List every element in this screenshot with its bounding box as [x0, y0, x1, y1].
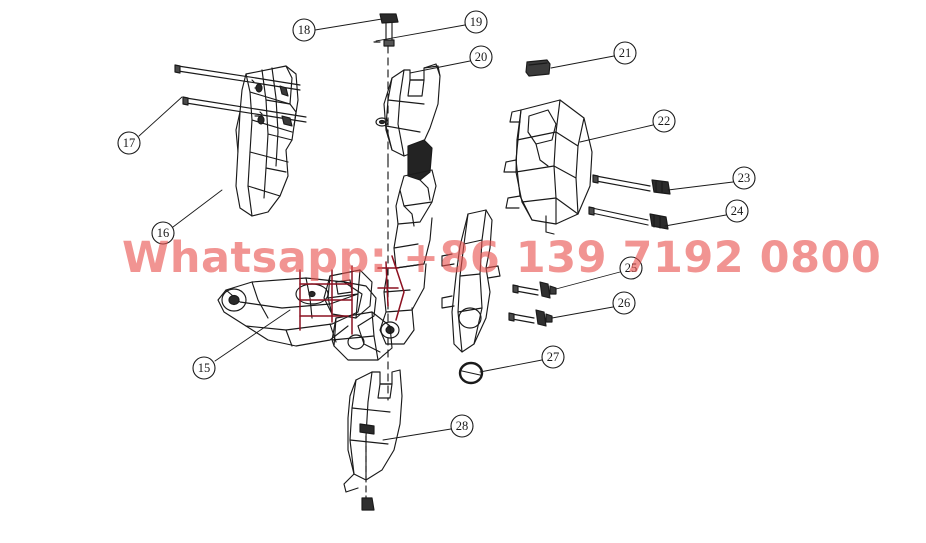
- callout-16[interactable]: 16: [151, 221, 175, 245]
- callout-number: 25: [625, 261, 638, 275]
- callout-28[interactable]: 28: [450, 414, 474, 438]
- callout-number: 15: [198, 361, 211, 375]
- callout-circle: [469, 45, 493, 69]
- callout-22[interactable]: 22: [652, 109, 676, 133]
- callout-circle: [292, 18, 316, 42]
- callout-26[interactable]: 26: [612, 291, 636, 315]
- part-22-cover-housing-right: [503, 99, 593, 235]
- callout-number: 27: [547, 350, 560, 364]
- part-16-mounting-bracket-left: [235, 65, 299, 217]
- callout-number: 22: [658, 114, 671, 128]
- callout-number: 16: [157, 226, 170, 240]
- callout-23[interactable]: 23: [732, 166, 756, 190]
- part-28-support-bracket-lower: [343, 369, 403, 511]
- part-20-support-bracket-upper: [375, 63, 441, 157]
- part-21-oval-clip: [525, 59, 551, 77]
- callout-27[interactable]: 27: [541, 345, 565, 369]
- callout-circle: [613, 41, 637, 65]
- callout-circle: [192, 356, 216, 380]
- callout-circle: [612, 291, 636, 315]
- callout-number: 17: [123, 136, 136, 150]
- callout-number: 21: [619, 46, 632, 60]
- part-18-upper-bolt-head: [379, 13, 399, 47]
- callout-18[interactable]: 18: [292, 18, 316, 42]
- part-25-screw-and-washer-upper: [512, 281, 557, 299]
- callout-circle: [732, 166, 756, 190]
- callout-15[interactable]: 15: [192, 356, 216, 380]
- part-26-screw-and-washer-lower: [508, 309, 553, 327]
- callout-25[interactable]: 25: [619, 256, 643, 280]
- part-23-bolt-with-nut-upper: [592, 174, 671, 195]
- callout-24[interactable]: 24: [725, 199, 749, 223]
- callout-number: 18: [298, 23, 311, 37]
- part-27-bushing-ring: [458, 361, 484, 385]
- part-central-mechanism: [323, 139, 437, 361]
- callout-number: 28: [456, 419, 469, 433]
- part-24-bolt-with-nut-lower: [588, 206, 669, 230]
- callout-circle: [117, 131, 141, 155]
- callout-17[interactable]: 17: [117, 131, 141, 155]
- callout-circle: [725, 199, 749, 223]
- callout-number: 26: [618, 296, 631, 310]
- callout-circle: [541, 345, 565, 369]
- callout-circle: [652, 109, 676, 133]
- callout-21[interactable]: 21: [613, 41, 637, 65]
- callout-layer: 15 16 17 18 19 20 21 22 23 24 25 26 27 28: [117, 10, 756, 438]
- part-mid-right-bracket: [441, 209, 501, 353]
- callout-circle: [450, 414, 474, 438]
- callout-circle: [151, 221, 175, 245]
- callout-circle: [464, 10, 488, 34]
- callout-number: 20: [475, 50, 488, 64]
- callout-number: 23: [738, 171, 751, 185]
- highlight-overlay: [299, 255, 405, 335]
- callout-20[interactable]: 20: [469, 45, 493, 69]
- callout-circle: [619, 256, 643, 280]
- callout-number: 24: [731, 204, 744, 218]
- callout-19[interactable]: 19: [464, 10, 488, 34]
- leader-lines: [138, 18, 734, 441]
- callout-number: 19: [470, 15, 483, 29]
